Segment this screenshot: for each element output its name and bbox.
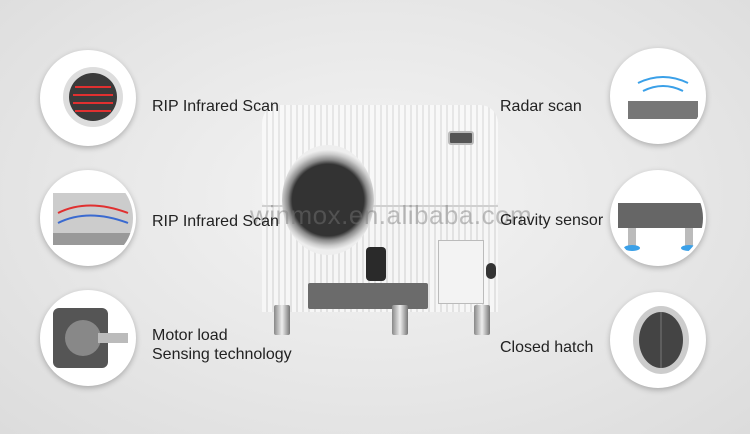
motor-label-line2: Sensing technology (152, 346, 292, 363)
litter-box-product (262, 105, 498, 335)
handle (448, 131, 474, 145)
radar-closeup (610, 48, 706, 144)
feature-label-rip-infrared-scan-2: RIP Infrared Scan (152, 213, 279, 230)
control-panel (366, 247, 386, 281)
feature-label-gravity-sensor: Gravity sensor (500, 212, 604, 229)
feature-label-rip-infrared-scan-1: RIP Infrared Scan (152, 98, 279, 115)
waste-drawer (308, 283, 428, 309)
leg (392, 305, 408, 335)
motor-closeup (40, 290, 136, 386)
infrared-sensor-closeup (40, 170, 136, 266)
leg (274, 305, 290, 335)
side-knob (486, 263, 496, 279)
entrance-portal (282, 145, 374, 255)
motor-label-line1: Motor load (152, 327, 228, 344)
waste-hatch (438, 240, 484, 304)
feature-label-closed-hatch: Closed hatch (500, 339, 594, 356)
hatch-closeup (610, 292, 706, 388)
gravity-sensor-closeup (610, 170, 706, 266)
leg (474, 305, 490, 335)
watermark: winmox.en.alibaba.com (250, 200, 533, 230)
feature-label-radar-scan: Radar scan (500, 98, 582, 115)
infrared-scan-closeup (40, 50, 136, 146)
feature-label-motor-load: Motor load Sensing technology (152, 326, 292, 364)
